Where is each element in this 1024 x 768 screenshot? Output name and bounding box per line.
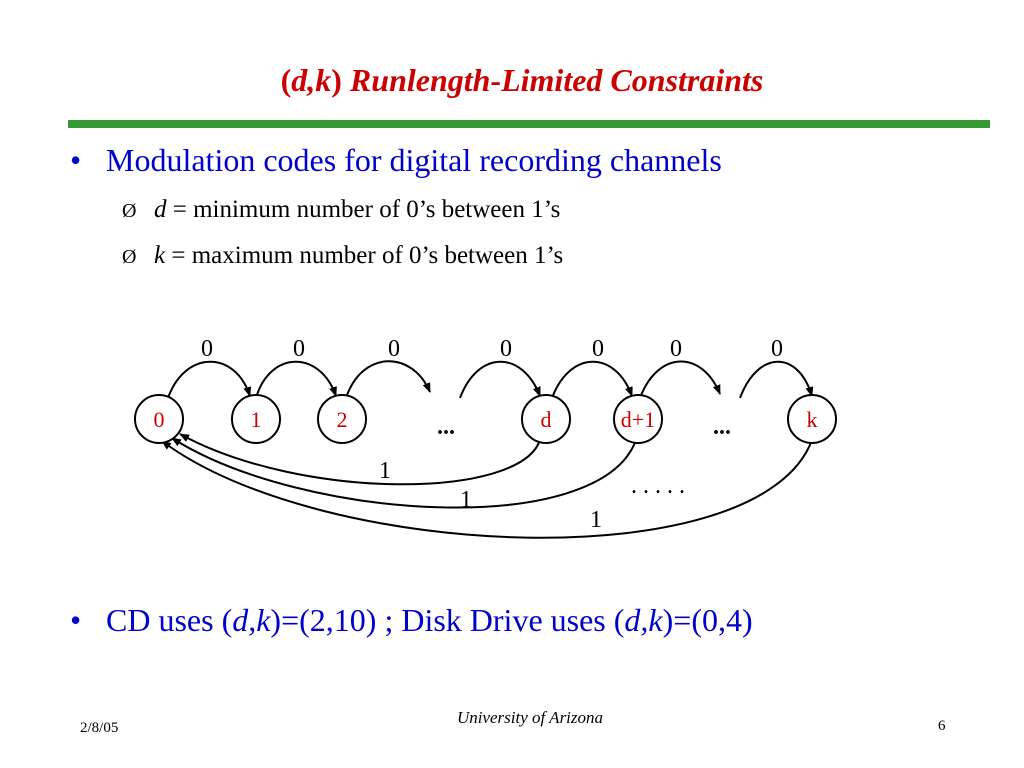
- ellipsis: ...: [437, 414, 455, 440]
- arrow-bullet-icon: Ø: [122, 246, 137, 268]
- forward-arrow-dots-k: [739, 360, 814, 399]
- bullet-text: Modulation codes for digital recording c…: [106, 142, 722, 178]
- title-variables: d,k: [291, 62, 332, 98]
- title-close-paren: ): [331, 62, 342, 98]
- bullet-variable: d,k: [232, 602, 271, 638]
- state-node-label: 2: [337, 407, 348, 432]
- title-open-paren: (: [280, 62, 292, 98]
- bullet-examples: •CD uses (d,k)=(2,10) ; Disk Drive uses …: [70, 602, 753, 639]
- forward-label: 0: [771, 336, 783, 362]
- arrow-bullet-icon: Ø: [122, 200, 137, 222]
- title-text: Runlength-Limited Constraints: [341, 62, 764, 98]
- title-divider: [68, 120, 990, 128]
- bullet-modulation-codes: • Modulation codes for digital recording …: [70, 142, 722, 179]
- forward-arrow-2-dots: [345, 360, 431, 399]
- state-node-d: d: [521, 394, 571, 444]
- footer-institution: University of Arizona: [456, 708, 604, 727]
- state-node-k: k: [787, 394, 837, 444]
- forward-label: 0: [592, 336, 604, 362]
- return-arrow-k-0: [161, 439, 813, 539]
- return-label: 1: [460, 487, 472, 513]
- state-node-label: 0: [154, 407, 165, 432]
- forward-arrows: [167, 360, 814, 399]
- sub-bullet-text: = maximum number of 0’s between 1’s: [165, 242, 564, 269]
- state-node-label: 1: [251, 407, 262, 432]
- sub-bullet-variable: k: [154, 242, 166, 269]
- return-label: 1: [379, 458, 391, 484]
- return-label: 1: [590, 507, 602, 533]
- forward-arrow-d1-dots: [639, 360, 721, 399]
- return-arrows: [161, 433, 813, 539]
- bullet-text-part: )=(0,4): [662, 602, 753, 638]
- footer-date: 2/8/05: [80, 720, 119, 736]
- forward-arrow-0-1: [167, 360, 252, 399]
- dots-label: . . . . .: [631, 473, 685, 499]
- return-arrow-d-0: [179, 433, 541, 486]
- state-node-label: d: [541, 407, 552, 432]
- state-node-0: 0: [134, 394, 184, 444]
- state-node-2: 2: [317, 394, 367, 444]
- bullet-marker: •: [70, 142, 82, 178]
- state-node-label: d+1: [621, 407, 655, 432]
- forward-label: 0: [670, 336, 682, 362]
- forward-label: 0: [201, 336, 213, 362]
- forward-label: 0: [388, 336, 400, 362]
- sub-bullet-variable: d: [154, 196, 167, 223]
- slide-title: (d,k) Runlength-Limited Constraints: [0, 62, 1024, 99]
- state-node-label: k: [807, 407, 818, 432]
- footer-page-number: 6: [938, 718, 946, 734]
- bullet-variable: d,k: [624, 602, 663, 638]
- forward-label: 0: [500, 336, 512, 362]
- state-node-d-plus-1: d+1: [613, 394, 663, 444]
- forward-arrow-1-2: [255, 360, 337, 399]
- return-arrow-d1-0: [171, 437, 637, 509]
- bullet-text-part: CD uses (: [106, 602, 233, 638]
- bullet-marker: •: [70, 602, 82, 638]
- forward-label: 0: [293, 336, 305, 362]
- sub-bullet-text: = minimum number of 0’s between 1’s: [166, 196, 561, 223]
- ellipsis: ...: [713, 414, 731, 440]
- bullet-text-part: )=(2,10) ; Disk Drive uses (: [270, 602, 625, 638]
- state-node-1: 1: [231, 394, 281, 444]
- forward-arrow-d-d1: [551, 360, 633, 399]
- forward-arrow-dots-d: [459, 360, 541, 399]
